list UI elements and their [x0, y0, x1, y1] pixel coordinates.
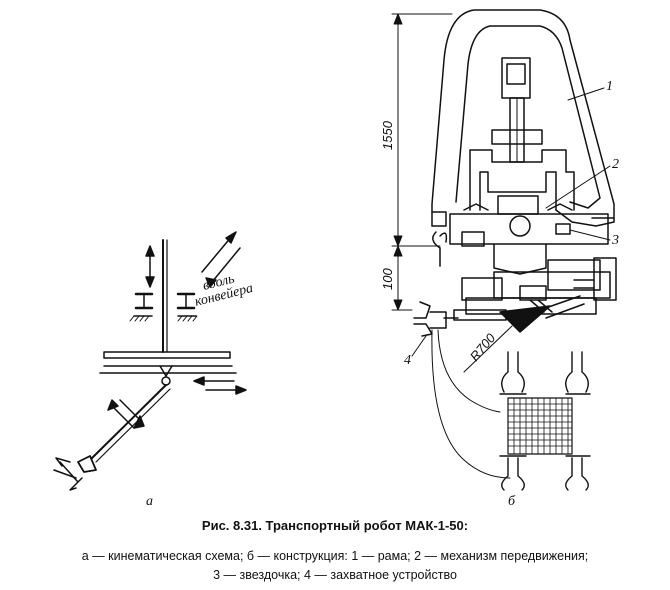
dimension-100: 100 — [380, 268, 395, 290]
callout-3: 3 — [611, 233, 619, 248]
figure-caption-title: Рис. 8.31. Транспортный робот МАК-1-50: — [201, 518, 469, 533]
kinematic-scheme — [53, 231, 247, 491]
callout-1: 1 — [606, 79, 613, 94]
figure-caption-line-1: а — кинематическая схема; б — конструкци… — [81, 549, 589, 563]
dimension-r700: R700 — [467, 330, 499, 364]
robot-construction — [391, 9, 617, 491]
callout-4: 4 — [404, 353, 411, 368]
callout-2: 2 — [612, 157, 619, 172]
figure-caption-line-2: 3 — звездочка; 4 — захватное устройство — [213, 568, 457, 582]
label-part-a: а — [146, 494, 153, 509]
dimension-1550: 1550 — [380, 120, 395, 150]
label-part-b: б — [508, 494, 516, 509]
